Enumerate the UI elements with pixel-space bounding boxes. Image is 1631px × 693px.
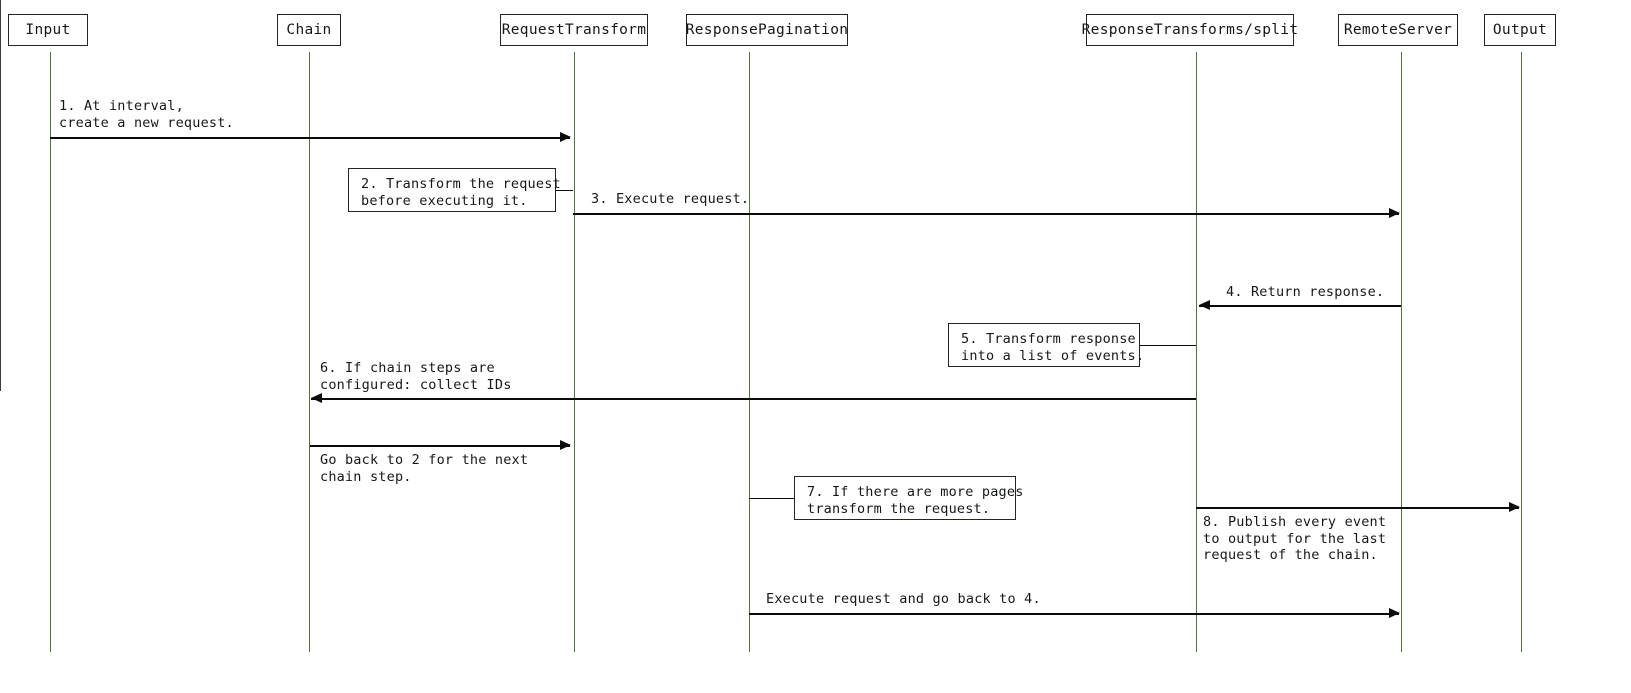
participant-box-input[interactable]: Input bbox=[8, 14, 88, 46]
participant-label: Input bbox=[25, 22, 71, 38]
message-label-msg-goback2: Go back to 2 for the next chain step. bbox=[320, 452, 529, 485]
message-line-msg-8 bbox=[1196, 507, 1519, 509]
message-label-msg-3: 3. Execute request. bbox=[591, 191, 750, 207]
participant-label: RequestTransform bbox=[501, 22, 647, 38]
lifeline-request_transform bbox=[574, 52, 576, 652]
message-line-msg-3 bbox=[573, 213, 1399, 215]
message-line-msg-goback2 bbox=[310, 445, 570, 447]
arrow-head-icon-msg-execute-goback4 bbox=[1389, 608, 1400, 619]
participant-label: ResponsePagination bbox=[685, 22, 849, 38]
lifeline-output bbox=[1521, 52, 1523, 652]
note-connector-note-2 bbox=[556, 190, 573, 192]
note-connector-note-7 bbox=[749, 498, 794, 500]
participant-label: RemoteServer bbox=[1343, 22, 1453, 38]
note-box-note-7[interactable]: 7. If there are more pages transform the… bbox=[794, 476, 1023, 520]
note-box-note-5[interactable]: 5. Transform response into a list of eve… bbox=[948, 323, 1144, 367]
participant-box-remote_server[interactable]: RemoteServer bbox=[1338, 14, 1458, 46]
participant-box-response_transforms[interactable]: ResponseTransforms/split bbox=[1082, 14, 1298, 46]
message-label-msg-4: 4. Return response. bbox=[1226, 284, 1385, 300]
participant-box-response_pagination[interactable]: ResponsePagination bbox=[686, 14, 848, 46]
message-label-msg-6: 6. If chain steps are configured: collec… bbox=[320, 360, 512, 393]
page-edge-artifact bbox=[0, 0, 1, 391]
participant-label: Chain bbox=[286, 22, 332, 38]
lifeline-remote_server bbox=[1401, 52, 1403, 652]
message-label-msg-1: 1. At interval, create a new request. bbox=[59, 98, 234, 131]
lifeline-response_transforms bbox=[1196, 52, 1198, 652]
arrow-head-icon-msg-6 bbox=[311, 393, 322, 404]
note-connector-note-5 bbox=[1140, 345, 1196, 347]
message-line-msg-6 bbox=[311, 398, 1196, 400]
participant-box-output[interactable]: Output bbox=[1484, 14, 1556, 46]
participant-box-chain[interactable]: Chain bbox=[277, 14, 341, 46]
lifeline-chain bbox=[309, 52, 311, 652]
lifeline-response_pagination bbox=[749, 52, 751, 652]
arrow-head-icon-msg-3 bbox=[1389, 208, 1400, 219]
note-box-note-2[interactable]: 2. Transform the request before executin… bbox=[348, 168, 561, 212]
message-line-msg-1 bbox=[50, 137, 570, 139]
message-line-msg-4 bbox=[1199, 305, 1401, 307]
participant-label: Output bbox=[1492, 22, 1548, 38]
arrow-head-icon-msg-1 bbox=[560, 132, 571, 143]
arrow-head-icon-msg-8 bbox=[1509, 502, 1520, 513]
arrow-head-icon-msg-4 bbox=[1199, 300, 1210, 311]
message-line-msg-execute-goback4 bbox=[749, 613, 1399, 615]
lifeline-input bbox=[50, 52, 52, 652]
message-label-msg-8: 8. Publish every event to output for the… bbox=[1203, 514, 1387, 563]
participant-box-request_transform[interactable]: RequestTransform bbox=[500, 14, 648, 46]
participant-label: ResponseTransforms/split bbox=[1081, 22, 1299, 38]
message-label-msg-execute-goback4: Execute request and go back to 4. bbox=[766, 591, 1041, 607]
arrow-head-icon-msg-goback2 bbox=[560, 440, 571, 451]
